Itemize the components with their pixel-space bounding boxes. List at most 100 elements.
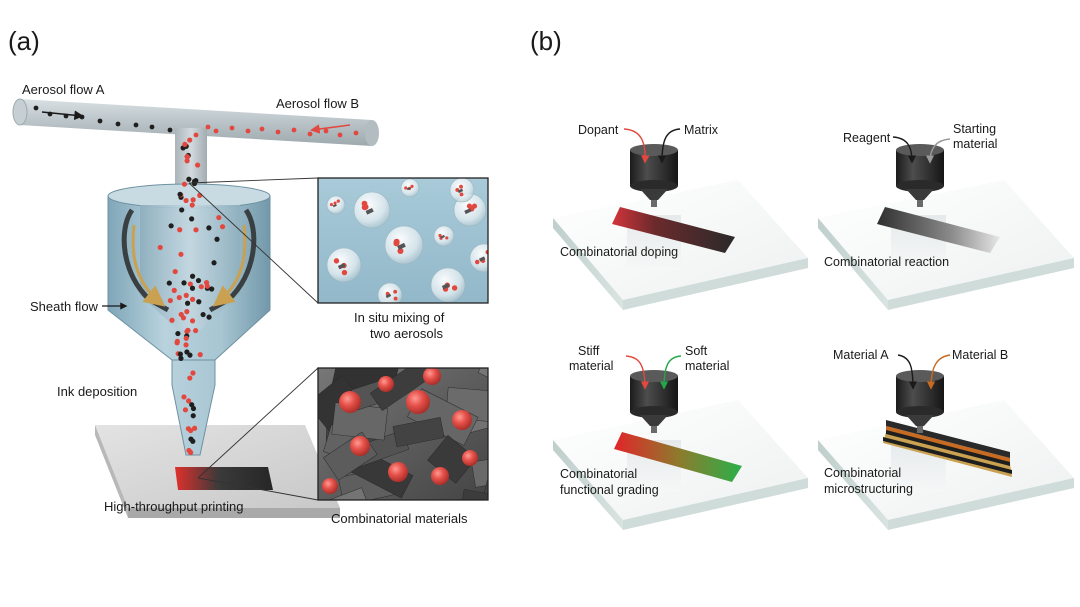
red-particle	[205, 124, 211, 130]
black-particle	[190, 197, 196, 203]
red-particle	[172, 268, 178, 275]
black-particle	[183, 342, 189, 348]
reagent-arrow	[892, 136, 917, 164]
doping-input1: Dopant	[578, 123, 619, 137]
flake-particle	[332, 203, 337, 208]
red-particle	[404, 186, 408, 190]
black-particle	[206, 225, 212, 231]
black-particle	[184, 349, 190, 355]
black-particle	[97, 118, 103, 124]
flake-particle	[397, 242, 406, 250]
red-particle	[183, 335, 189, 341]
red-particle	[259, 126, 265, 132]
micro-caption-line2: microstructuring	[824, 482, 913, 496]
black-particle	[190, 413, 196, 419]
red-particle	[200, 311, 206, 318]
stiff-material-arrow	[625, 355, 650, 390]
flake-particle	[457, 188, 464, 194]
combinatorial-materials-label: Combinatorial materials	[331, 511, 468, 526]
red-particle	[184, 158, 190, 164]
black-particle	[166, 280, 172, 286]
red-particle	[186, 398, 192, 404]
micro-input1: Material A	[833, 348, 889, 362]
red-particle	[171, 287, 177, 293]
red-particle	[169, 317, 175, 323]
matrix-arrow	[657, 128, 681, 164]
red-particle	[181, 394, 187, 400]
scene-doping	[553, 144, 808, 310]
red-particle	[190, 370, 196, 376]
black-particle	[183, 197, 189, 204]
red-particle	[189, 296, 196, 302]
red-particle	[189, 202, 195, 208]
grading-caption-line2: functional grading	[560, 483, 659, 497]
grading-nozzle	[630, 370, 678, 433]
flow-b-arrow	[310, 124, 351, 134]
red-particle	[178, 355, 184, 361]
sheath-flow-label: Sheath flow	[30, 299, 99, 314]
red-particle	[341, 269, 348, 276]
micro-caption-line1: Combinatorial	[824, 466, 901, 480]
red-particle	[445, 236, 449, 240]
red-particle	[333, 201, 337, 205]
flake-particle	[441, 283, 450, 290]
black-particle	[197, 352, 203, 358]
reaction-input2-line1: Starting	[953, 122, 996, 136]
black-particle	[178, 251, 184, 257]
black-particle	[187, 375, 193, 381]
nanoparticle-sphere	[452, 410, 472, 430]
red-particle	[189, 285, 196, 291]
black-particle	[115, 121, 121, 127]
red-particle	[329, 202, 334, 207]
flake-particle	[337, 263, 346, 270]
red-particle	[193, 132, 199, 138]
red-particle	[333, 258, 340, 264]
red-particle	[187, 137, 193, 143]
red-particle	[275, 129, 281, 135]
black-particle	[211, 260, 217, 266]
nanosheet	[477, 393, 488, 442]
flake-particle	[406, 186, 411, 191]
black-particle	[179, 207, 185, 213]
black-particle	[181, 280, 187, 286]
red-particle	[189, 402, 195, 408]
materials-inset	[317, 367, 489, 501]
panel-b-label: (b)	[530, 26, 562, 56]
red-particle	[410, 184, 414, 188]
red-particle	[393, 240, 400, 247]
red-particle	[177, 351, 183, 357]
material-b-arrow	[926, 354, 951, 390]
flake-particle	[365, 207, 374, 215]
red-particle	[307, 131, 313, 137]
red-particle	[174, 338, 180, 344]
black-particle	[191, 180, 198, 187]
red-particle	[393, 296, 398, 301]
dopant-arrow	[623, 128, 650, 164]
red-particle	[209, 286, 215, 292]
red-particle	[353, 130, 359, 136]
red-particle	[393, 289, 398, 294]
black-particle	[149, 124, 155, 130]
red-particle	[181, 181, 188, 187]
nanoparticle-sphere	[378, 376, 394, 392]
scene-reaction	[818, 144, 1074, 310]
red-particle	[182, 407, 189, 413]
black-particle	[184, 300, 191, 306]
high-throughput-printing-label: High-throughput printing	[104, 499, 243, 514]
reaction-input2-line2: material	[953, 137, 997, 151]
red-particle	[182, 141, 188, 147]
red-particle	[204, 283, 210, 289]
red-particle	[229, 125, 235, 131]
black-particle	[157, 244, 163, 251]
red-particle	[337, 132, 343, 138]
nanoparticle-sphere	[406, 390, 430, 414]
black-particle	[183, 292, 189, 298]
black-particle	[167, 127, 173, 133]
flake-particle	[440, 234, 445, 239]
red-particle	[459, 184, 463, 189]
nanoparticle-sphere	[388, 462, 408, 482]
nanoparticle-sphere	[322, 478, 338, 494]
aerosol-inlet-tube	[12, 98, 379, 146]
nanoparticle-sphere	[462, 450, 478, 466]
